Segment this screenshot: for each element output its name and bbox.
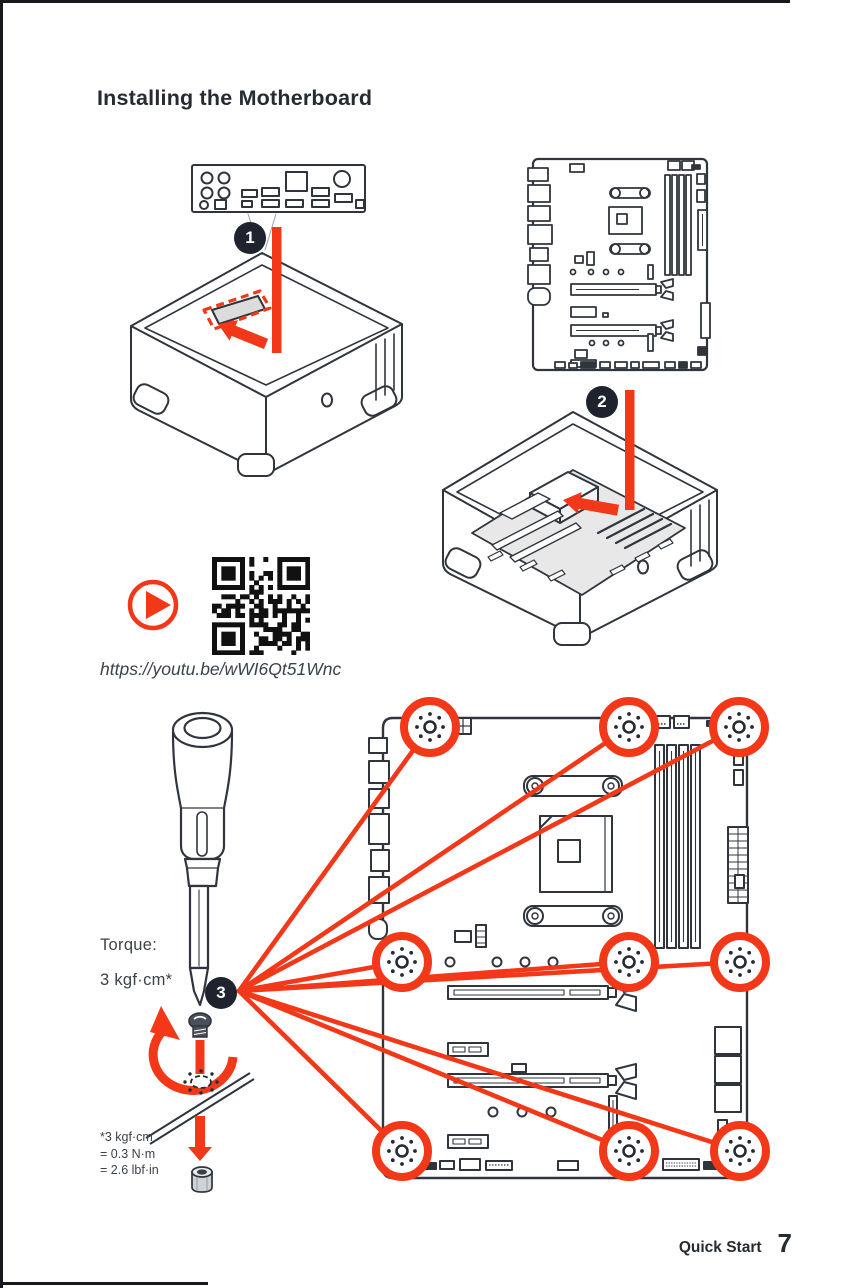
step-2-number: 2 (597, 392, 607, 411)
screw-location-6 (714, 936, 766, 988)
standoff-illustration (191, 1166, 213, 1193)
play-icon (127, 579, 179, 631)
screw-location-4 (376, 936, 428, 988)
cpu-socket (523, 775, 623, 927)
page-border-top (0, 0, 790, 3)
dimm-slots (664, 174, 692, 276)
torque-value: 3 kgf·cm* (100, 971, 173, 989)
step-2-badge: 2 (586, 386, 618, 418)
dimm-slots (654, 744, 701, 949)
screw-and-standoff (145, 1006, 255, 1193)
pcie-slots (570, 278, 674, 342)
bottom-headers (554, 361, 702, 369)
footer-page-number: 7 (777, 1228, 792, 1258)
down-arrow (188, 1116, 212, 1161)
screw-location-5 (603, 936, 655, 988)
step-1-number: 1 (245, 228, 255, 247)
figure-motherboard-into-case (442, 390, 718, 646)
torque-label: Torque: (100, 936, 158, 954)
cpu-socket (608, 187, 651, 255)
footnote-line-2: = 0.3 N·m (100, 1146, 156, 1161)
footer-section: Quick Start (678, 1239, 762, 1256)
step-3-badge: 3 (205, 977, 237, 1009)
pcie-slot-2 (447, 1063, 637, 1100)
figure-screw-locations (145, 688, 804, 1193)
pc-case-illustration (130, 252, 403, 477)
rotate-arrow (148, 1006, 238, 1095)
insert-arrow (218, 227, 282, 353)
step-3-number: 3 (216, 983, 226, 1002)
figure-io-shield-into-case (130, 164, 403, 477)
press-down-arrow-shaft (195, 1040, 205, 1074)
video-url: https://youtu.be/wWI6Qt51Wnc (100, 659, 342, 679)
io-slot-highlight (202, 289, 272, 331)
figure-motherboard-top (527, 157, 711, 372)
step-1-badge: 1 (234, 222, 266, 254)
screw-location-9 (714, 1125, 766, 1177)
insert-arrow (563, 390, 635, 516)
screw-illustration (188, 1012, 212, 1038)
footnote-line-3: = 2.6 lbf·in (100, 1163, 159, 1177)
screw-location-2 (603, 701, 655, 753)
bottom-headers (395, 1158, 743, 1171)
mount-holes (444, 956, 559, 1118)
page-border-left (0, 0, 3, 1288)
atx-power-connector (727, 826, 749, 904)
footnote-line-1: *3 kgf·cm (100, 1130, 153, 1144)
sata-ports (714, 1026, 742, 1113)
screw-hole-starburst (183, 1069, 219, 1095)
torque-footnote: *3 kgf·cm = 0.3 N·m = 2.6 lbf·in (100, 1129, 159, 1179)
io-shield-illustration (191, 164, 366, 213)
io-ports (527, 167, 553, 306)
tray-plate-lines (145, 1072, 255, 1145)
video-qr-code (212, 557, 310, 655)
screw-location-7 (376, 1125, 428, 1177)
page-border-bottom (0, 1282, 208, 1285)
page-footer: Quick Start 7 (679, 1228, 792, 1259)
screw-location-1 (404, 701, 456, 753)
page-title: Installing the Motherboard (97, 86, 373, 110)
screw-location-3 (713, 701, 765, 753)
screw-location-8 (603, 1125, 655, 1177)
screwdriver-illustration (171, 711, 234, 1007)
